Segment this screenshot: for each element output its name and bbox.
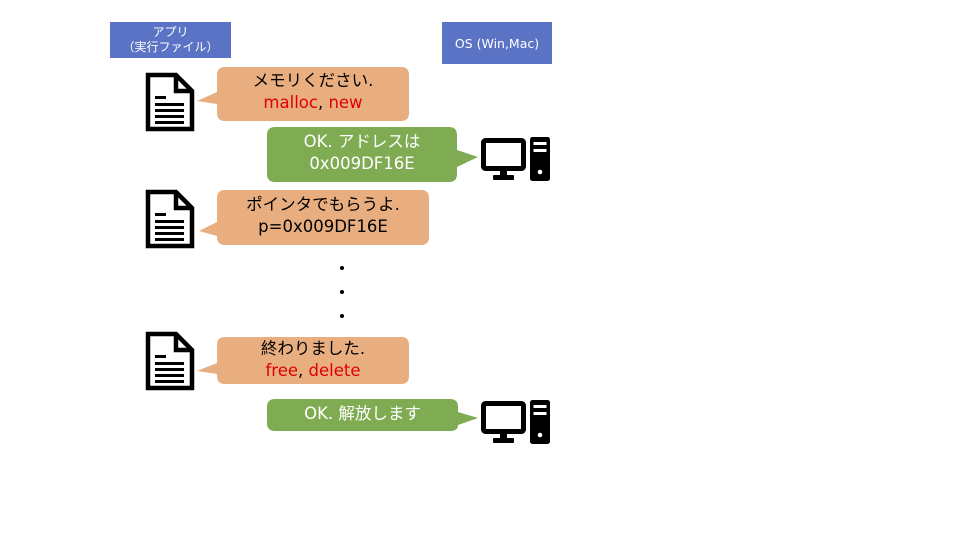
message-pointer: p=0x009DF16E	[258, 217, 388, 236]
document-icon	[145, 72, 195, 132]
document-icon	[145, 189, 195, 249]
app-header-subtitle: （実行ファイル）	[122, 40, 219, 54]
keyword-separator: ,	[298, 361, 309, 380]
app-header: アプリ （実行ファイル）	[110, 22, 231, 58]
ellipsis-dot	[340, 266, 344, 270]
message-keywords: malloc, new	[217, 92, 409, 114]
message-text: ポインタでもらうよ.	[246, 195, 400, 214]
keyword-malloc: malloc	[263, 93, 318, 112]
message-text: OK. アドレスは	[303, 132, 421, 151]
message-text: メモリください.	[252, 71, 374, 90]
message-text: 終わりました.	[260, 339, 366, 358]
os-header: OS (Win,Mac)	[442, 22, 552, 64]
keyword-free: free	[265, 361, 299, 380]
document-icon	[145, 331, 195, 391]
message-address: 0x009DF16E	[309, 154, 415, 173]
app-header-title: アプリ	[152, 25, 189, 39]
keyword-delete: delete	[308, 361, 361, 380]
desktop-computer-icon	[481, 400, 550, 444]
message-text: OK. 解放します	[304, 404, 421, 423]
keyword-separator: ,	[317, 93, 329, 112]
message-keywords: free, delete	[217, 360, 409, 382]
ellipsis-dot	[340, 314, 344, 318]
ellipsis-dot	[340, 290, 344, 294]
os-header-title: OS (Win,Mac)	[454, 35, 540, 51]
desktop-computer-icon	[481, 137, 550, 181]
keyword-new: new	[328, 93, 363, 112]
